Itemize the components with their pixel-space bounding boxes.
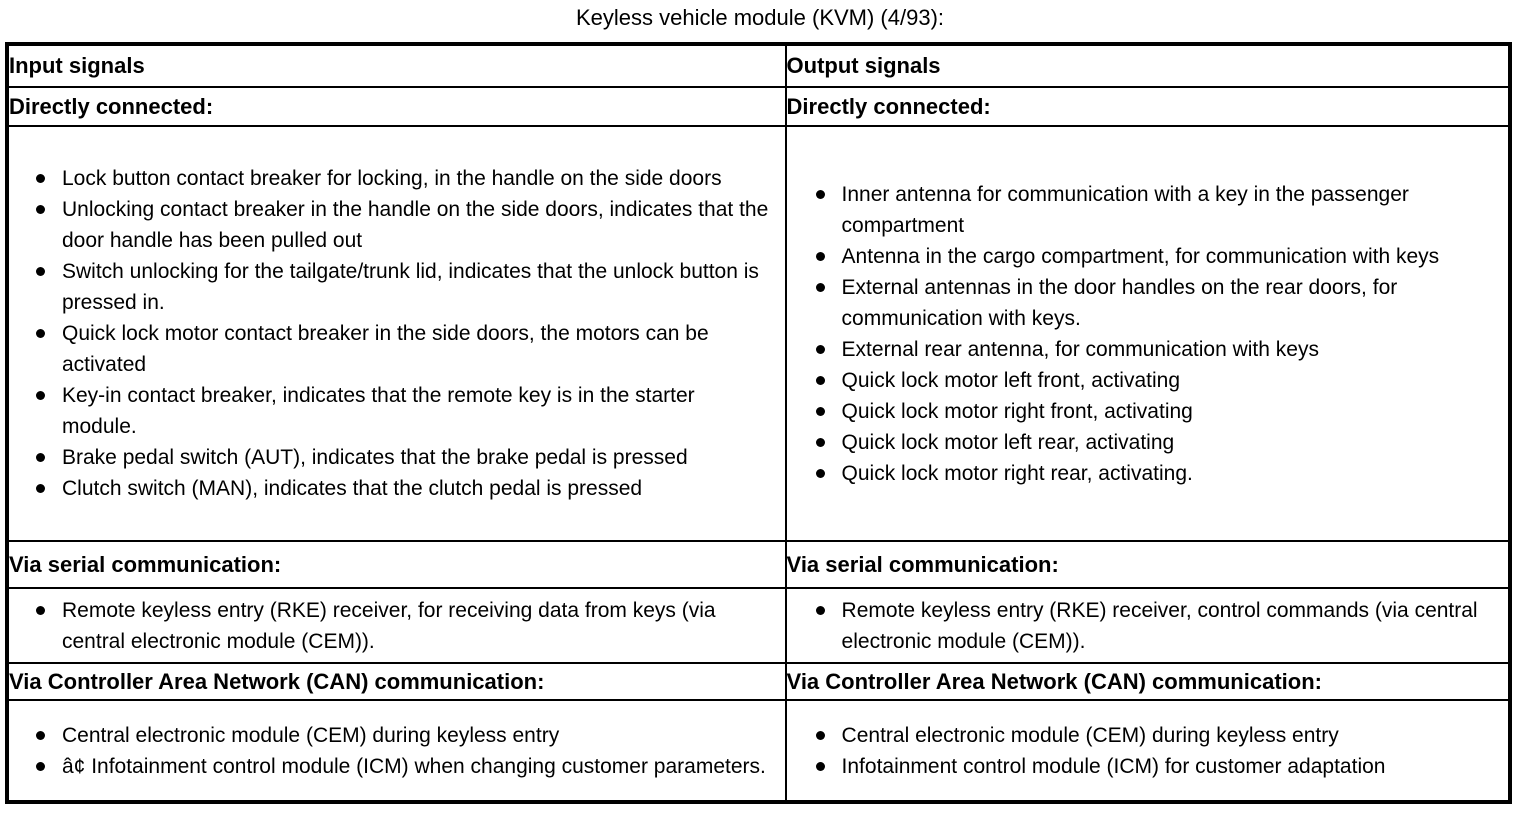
list-item: Inner antenna for communication with a k… [815,179,1504,241]
table-header-row: Input signals Output signals [6,43,1512,88]
list-item: Quick lock motor right rear, activating. [815,458,1504,489]
output-directly-connected-heading: Directly connected: [784,86,1512,127]
list-item: Remote keyless entry (RKE) receiver, con… [815,595,1504,657]
list-item: Unlocking contact breaker in the handle … [35,194,771,256]
list-item: Clutch switch (MAN), indicates that the … [35,473,771,504]
output-serial-cell: Remote keyless entry (RKE) receiver, con… [784,587,1512,664]
output-directly-connected-list: Inner antenna for communication with a k… [787,179,1508,489]
output-serial-heading: Via serial communication: [784,540,1512,589]
column-header-output-signals: Output signals [784,43,1512,88]
page-title: Keyless vehicle module (KVM) (4/93): [575,5,945,30]
list-item: Key-in contact breaker, indicates that t… [35,380,771,442]
list-item: Switch unlocking for the tailgate/trunk … [35,256,771,318]
list-item: Remote keyless entry (RKE) receiver, for… [35,595,771,657]
list-item: Quick lock motor right front, activating [815,396,1504,427]
output-can-heading: Via Controller Area Network (CAN) commun… [784,662,1512,701]
can-items-row: Central electronic module (CEM) during k… [6,699,1512,803]
directly-connected-items-row: Lock button contact breaker for locking,… [6,125,1512,542]
input-serial-cell: Remote keyless entry (RKE) receiver, for… [6,587,787,664]
list-item: Lock button contact breaker for locking,… [35,163,771,194]
output-can-list: Central electronic module (CEM) during k… [787,720,1508,782]
column-header-input-signals: Input signals [6,43,787,88]
list-item: Central electronic module (CEM) during k… [815,720,1504,751]
list-item: Quick lock motor left front, activating [815,365,1504,396]
list-item: Antenna in the cargo compartment, for co… [815,241,1504,272]
output-directly-connected-cell: Inner antenna for communication with a k… [784,125,1512,542]
list-item: Brake pedal switch (AUT), indicates that… [35,442,771,473]
list-item: â¢ Infotainment control module (ICM) whe… [35,751,771,782]
can-heading-row: Via Controller Area Network (CAN) commun… [6,662,1512,701]
input-can-list: Central electronic module (CEM) during k… [9,720,785,782]
list-item: External antennas in the door handles on… [815,272,1504,334]
serial-heading-row: Via serial communication: Via serial com… [6,540,1512,589]
input-serial-heading: Via serial communication: [6,540,787,589]
input-can-cell: Central electronic module (CEM) during k… [6,699,787,803]
input-directly-connected-list: Lock button contact breaker for locking,… [9,163,785,504]
input-directly-connected-heading: Directly connected: [6,86,787,127]
input-serial-list: Remote keyless entry (RKE) receiver, for… [9,595,785,657]
input-can-heading: Via Controller Area Network (CAN) commun… [6,662,787,701]
list-item: Central electronic module (CEM) during k… [35,720,771,751]
kvm-signals-table: Input signals Output signals Directly co… [5,42,1512,804]
list-item: Infotainment control module (ICM) for cu… [815,751,1504,782]
list-item: Quick lock motor contact breaker in the … [35,318,771,380]
directly-connected-heading-row: Directly connected: Directly connected: [6,86,1512,127]
input-directly-connected-cell: Lock button contact breaker for locking,… [6,125,787,542]
list-item: External rear antenna, for communication… [815,334,1504,365]
output-serial-list: Remote keyless entry (RKE) receiver, con… [787,595,1508,657]
serial-items-row: Remote keyless entry (RKE) receiver, for… [6,587,1512,664]
output-can-cell: Central electronic module (CEM) during k… [784,699,1512,803]
list-item: Quick lock motor left rear, activating [815,427,1504,458]
